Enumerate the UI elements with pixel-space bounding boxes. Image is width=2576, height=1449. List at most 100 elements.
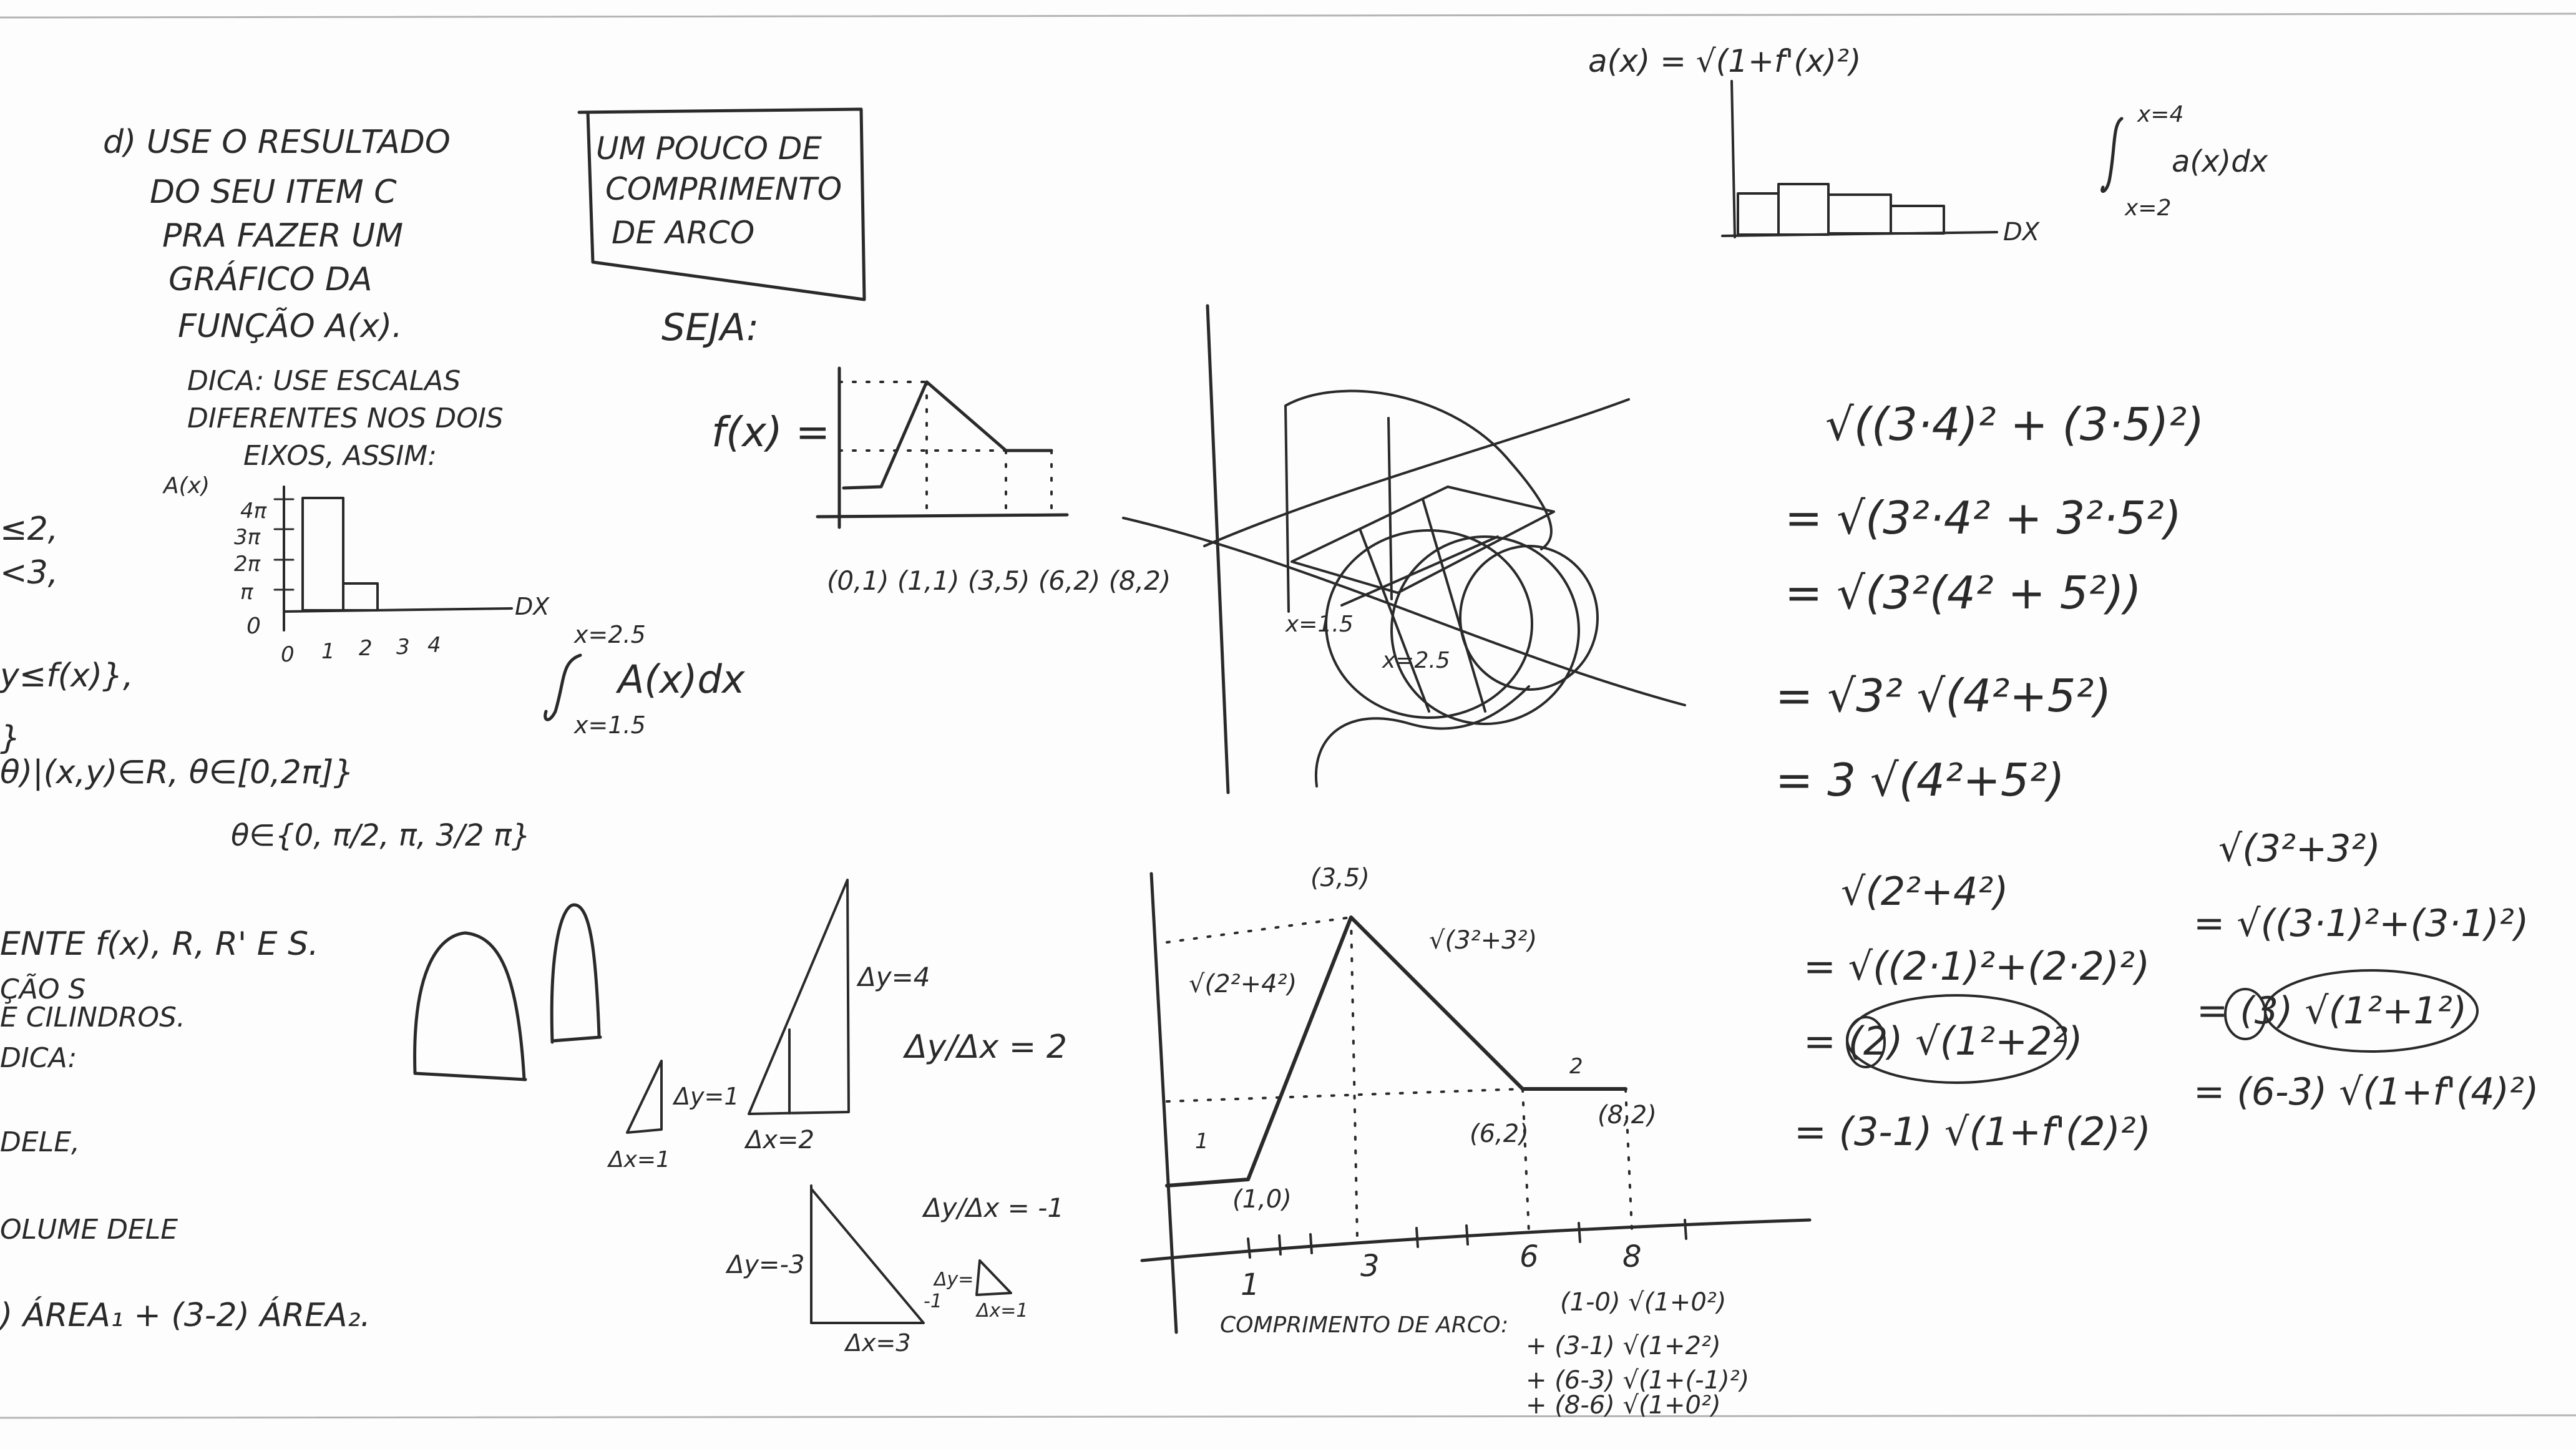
triangle-dx: Δx=1: [975, 1300, 1028, 1322]
point-label: (6,2): [1470, 1120, 1529, 1148]
area-graph-x-tick: 2: [359, 636, 373, 661]
solid-sketch: [1122, 304, 1686, 794]
x-tick: 8: [1622, 1239, 1642, 1274]
x-tick: 6: [1520, 1239, 1539, 1274]
title-box: [577, 107, 866, 301]
cut-line: ENTE f(x), R, R' E S.: [0, 925, 319, 963]
area-integral-lower: x=1.5: [573, 711, 646, 739]
x-tick: 3: [1360, 1249, 1380, 1284]
area-integral-body: A(x)dx: [615, 656, 746, 702]
derivation-line: √(3²+3²): [2218, 827, 2381, 871]
area-graph-y-tick: 0: [246, 613, 261, 639]
derivation-line: = 3 √(4²+5²): [1775, 754, 2065, 806]
title-box-line: DE ARCO: [612, 215, 754, 251]
derivation-line: = √(3²·4² + 3²·5²): [1785, 492, 2182, 544]
point-label: (8,2): [1598, 1101, 1657, 1129]
solid-label: x=1.5: [1285, 612, 1354, 637]
cut-line: DELE,: [0, 1126, 80, 1158]
circle-mark: [1846, 994, 2067, 1084]
hint-text: DICA: USE ESCALAS DIFERENTES NOS DOIS EI…: [187, 365, 504, 472]
arc-term: (1-0) √(1+0²): [1560, 1288, 1726, 1317]
derivation-line: = √(3²(4² + 5²)): [1785, 567, 2142, 619]
derivation-line: √((3·4)² + (3·5)²): [1825, 398, 2204, 451]
point-label: (1,0): [1232, 1185, 1292, 1214]
derivation-line: √(2²+4²): [1841, 869, 2008, 914]
arc-term: + (3-1) √(1+2²): [1526, 1332, 1721, 1360]
derivation-line: = √((3·1)²+(3·1)²): [2193, 902, 2529, 945]
derivation-line: = (3-1) √(1+f'(2)²): [1794, 1109, 2151, 1154]
derivation-line: = (6-3) √(1+f'(4)²): [2193, 1070, 2539, 1114]
hint-line: EIXOS, ASSIM:: [243, 440, 437, 472]
cut-line: <3,: [0, 554, 58, 592]
triangle-dy: Δy=4: [856, 962, 930, 992]
point-label: (3,5): [1310, 864, 1370, 892]
arc-term: + (6-3) √(1+(-1)²): [1526, 1366, 1749, 1395]
derivation-line: = √3² √(4²+5²): [1775, 670, 2111, 722]
derivation-3: √(3²+3²) = √((3·1)²+(3·1)²) = (3) √(1²+1…: [2193, 827, 2539, 1114]
title-box-line: UM POUCO DE: [596, 130, 822, 167]
f-small-graph: [816, 366, 1069, 529]
slope-label: Δy/Δx = 2: [902, 1028, 1067, 1066]
slope-label: Δy/Δx = -1: [922, 1193, 1064, 1223]
triangle-dy: Δy=1: [672, 1083, 739, 1110]
arch-shape: [550, 903, 601, 1044]
hint-line: DICA: USE ESCALAS: [187, 365, 461, 397]
board-bottom-edge: [0, 1414, 2576, 1419]
area-graph-y-tick: π: [240, 580, 253, 605]
area-graph-x-tick: 3: [396, 635, 410, 660]
cut-line: ≤2,: [0, 510, 58, 548]
cut-line: θ)|(x,y)∈R, θ∈[0,2π]}: [0, 754, 354, 791]
cut-line: DICA:: [0, 1042, 77, 1074]
f-points: (0,1) (1,1) (3,5) (6,2) (8,2): [827, 565, 1171, 596]
arc-length-graph: [1140, 872, 1812, 1334]
item-d-line: GRÁFICO DA: [168, 260, 373, 298]
board-top-edge: [0, 12, 2576, 19]
area-graph-x-tick: 1: [321, 639, 335, 664]
segment-label: √(2²+4²): [1189, 970, 1297, 998]
triangle-dx: Δx=1: [607, 1147, 670, 1173]
item-d-line: PRA FAZER UM: [162, 217, 403, 255]
arc-term: + (8-6) √(1+0²): [1526, 1391, 1721, 1420]
circle-mark: [2264, 969, 2479, 1053]
solid-label: x=2.5: [1382, 648, 1450, 673]
area-graph-x-label: DX: [515, 593, 550, 620]
integral-upper: x=4: [2137, 102, 2183, 127]
arch-shape: [413, 931, 526, 1081]
cut-line: y≤f(x)},: [0, 657, 134, 695]
arc-length-label: COMPRIMENTO DE ARCO:: [1220, 1312, 1508, 1338]
triangle-dy: -1: [924, 1290, 942, 1312]
left-cut-text: ≤2, <3, y≤f(x)}, } θ)|(x,y)∈R, θ∈[0,2π]}…: [0, 510, 530, 1334]
derivation-2: √(2²+4²) = √((2·1)²+(2·2)²) = (2) √(1²+2…: [1794, 869, 2151, 1154]
cut-line: ) ÁREA₁ + (3-2) ÁREA₂.: [0, 1296, 371, 1334]
triangle-dy: Δy=: [933, 1269, 973, 1290]
segment-label: 2: [1569, 1054, 1583, 1079]
cut-line: }: [0, 720, 21, 757]
item-d-text: d) USE O RESULTADO DO SEU ITEM C PRA FAZ…: [103, 124, 451, 345]
cut-line: OLUME DELE: [0, 1214, 178, 1246]
item-d-line: FUNÇÃO A(x).: [178, 307, 402, 345]
integral-lower: x=2: [2124, 195, 2171, 221]
cut-line: ÇÃO S: [0, 973, 85, 1005]
f-label: f(x) =: [711, 408, 830, 456]
segment-label: √(3²+3²): [1429, 926, 1537, 955]
derivation-line: = (2) √(1²+2²): [1803, 1018, 2083, 1064]
area-integral-upper: x=2.5: [573, 621, 646, 648]
item-d-line: DO SEU ITEM C: [150, 173, 397, 211]
item-d-line: d) USE O RESULTADO: [103, 124, 451, 161]
title-box-line: COMPRIMENTO: [605, 171, 842, 207]
step-graph-x-label: DX: [2003, 218, 2041, 246]
derivation-line: = √((2·1)²+(2·2)²): [1803, 944, 2150, 989]
cut-line: E CILINDROS.: [0, 1002, 185, 1033]
triangles: Δy=1 Δx=1 Δy=4 Δx=2 Δy/Δx = 2 Δy=-3 Δx=3…: [607, 879, 1067, 1357]
segment-label: 1: [1195, 1129, 1209, 1154]
triangle-dx: Δx=3: [844, 1329, 911, 1357]
area-graph-x-tick: 0: [281, 642, 295, 667]
triangle-dx: Δx=2: [744, 1126, 814, 1154]
derivation-1: √((3·4)² + (3·5)²) = √(3²·4² + 3²·5²) = …: [1775, 398, 2204, 806]
area-graph-y-tick: 3π: [234, 525, 261, 550]
arc-length-terms: (1-0) √(1+0²) + (3-1) √(1+2²) + (6-3) √(…: [1526, 1288, 1749, 1420]
integral-body: a(x)dx: [2172, 144, 2268, 179]
cut-line: θ∈{0, π/2, π, 3/2 π}: [231, 818, 530, 853]
